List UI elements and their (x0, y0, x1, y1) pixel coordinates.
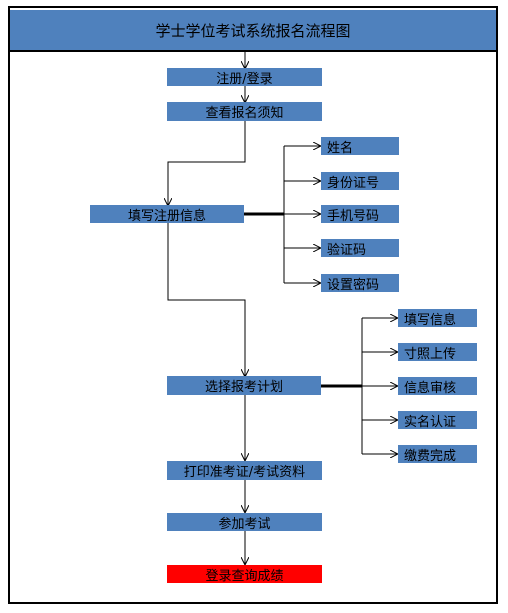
step-print-ticket: 打印准考证/考试资料 (167, 461, 322, 480)
fill-item-name: 姓名 (321, 137, 399, 156)
diagram-title: 学士学位考试系统报名流程图 (10, 10, 496, 52)
fill-item-id-number: 身份证号 (321, 172, 399, 191)
step-take-exam: 参加考试 (167, 513, 322, 532)
step-query-score: 登录查询成绩 (167, 565, 322, 584)
step-view-notice: 查看报名须知 (167, 102, 322, 121)
plan-item-realname: 实名认证 (398, 411, 477, 430)
fill-item-password: 设置密码 (321, 274, 399, 293)
plan-item-fill-info: 填写信息 (398, 309, 477, 328)
step-register-login: 注册/登录 (167, 68, 322, 87)
fill-item-verify-code: 验证码 (321, 239, 399, 258)
plan-item-review: 信息审核 (398, 377, 477, 396)
plan-item-photo-upload: 寸照上传 (398, 343, 477, 362)
step-choose-plan: 选择报考计划 (167, 376, 321, 395)
plan-item-payment: 缴费完成 (398, 445, 477, 464)
fill-item-phone: 手机号码 (321, 205, 399, 224)
step-fill-info: 填写注册信息 (90, 205, 244, 224)
